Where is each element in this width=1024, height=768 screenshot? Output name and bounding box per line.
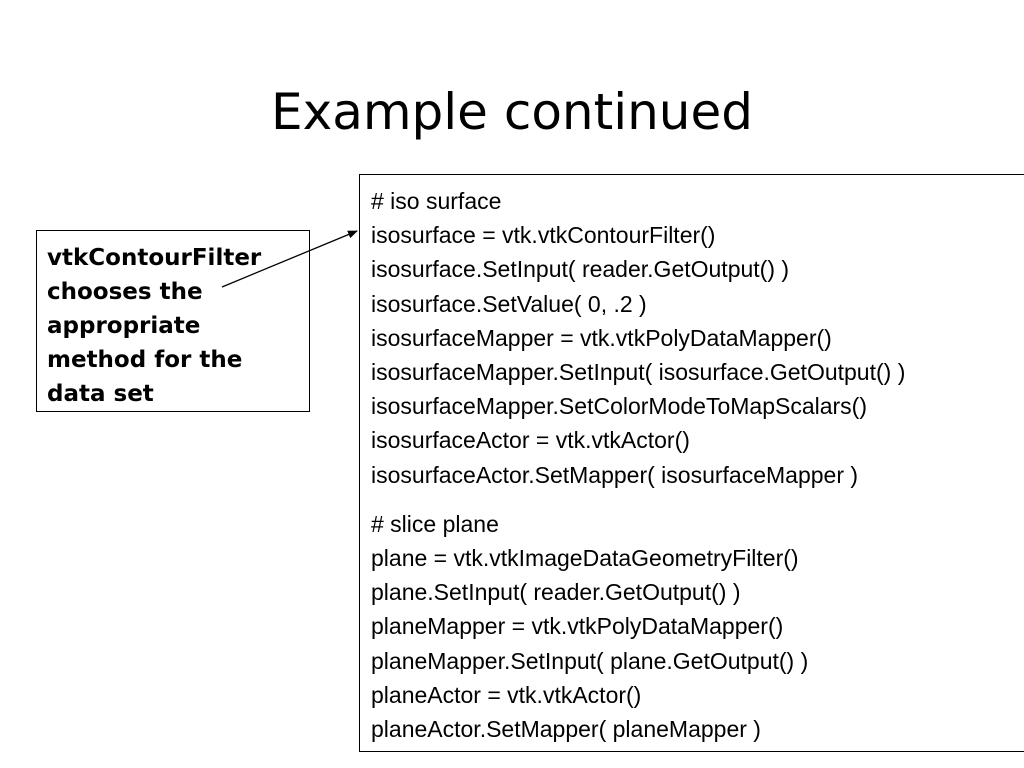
callout-line: method for the	[47, 347, 243, 373]
callout-line: vtkContourFilter	[47, 245, 262, 271]
code-line: isosurface = vtk.vtkContourFilter()	[371, 222, 716, 249]
code-line: planeMapper = vtk.vtkPolyDataMapper()	[371, 613, 784, 640]
callout-line: appropriate	[47, 313, 201, 339]
code-box: # iso surface isosurface = vtk.vtkContou…	[359, 174, 1024, 752]
code-line: # slice plane	[371, 510, 499, 537]
code-line: isosurfaceActor = vtk.vtkActor()	[371, 427, 690, 454]
code-line: isosurfaceActor.SetMapper( isosurfaceMap…	[371, 461, 859, 488]
code-line: planeMapper.SetInput( plane.GetOutput() …	[371, 647, 809, 674]
code-line: isosurface.SetInput( reader.GetOutput() …	[371, 256, 790, 283]
code-line: isosurfaceMapper.SetInput( isosurface.Ge…	[371, 359, 906, 386]
slide-title: Example continued	[271, 83, 753, 141]
code-line: plane = vtk.vtkImageDataGeometryFilter()	[371, 545, 799, 572]
code-line: # iso surface	[371, 188, 502, 214]
callout-line: chooses the	[47, 279, 203, 305]
section-gap	[371, 492, 1024, 507]
code-line: isosurface.SetValue( 0, .2 )	[371, 290, 647, 317]
code-line: planeActor.SetMapper( planeMapper )	[371, 716, 761, 743]
code-line: plane.SetInput( reader.GetOutput() )	[371, 579, 741, 606]
code-line: planeActor = vtk.vtkActor()	[371, 681, 642, 708]
callout-line: data set	[47, 381, 154, 407]
code-line: isosurfaceMapper = vtk.vtkPolyDataMapper…	[371, 324, 832, 351]
callout-box: vtkContourFilter chooses the appropriate…	[36, 230, 310, 412]
code-line: isosurfaceMapper.SetColorModeToMapScalar…	[371, 393, 867, 420]
